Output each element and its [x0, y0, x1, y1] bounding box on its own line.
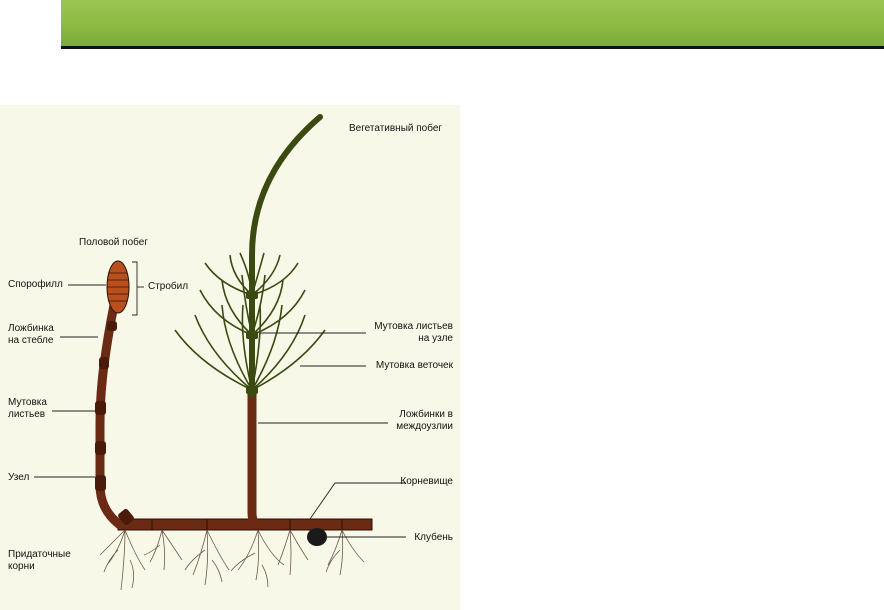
label-tuber: Клубень — [414, 532, 453, 543]
label-internode-grooves: Ложбинки в междоузлии — [396, 409, 453, 432]
label-vegetative-shoot: Вегетативный побег — [349, 123, 443, 134]
rhizome-nodes — [151, 519, 343, 530]
label-adventitious-roots: Придаточные корни — [8, 549, 71, 572]
vegetative-stem-upper — [249, 114, 323, 398]
label-branch-whorl: Мутовка веточек — [375, 360, 453, 371]
label-rhizome: Корневище — [400, 476, 453, 487]
label-strobilus: Стробил — [148, 281, 189, 292]
leader-lines — [34, 261, 406, 538]
fertile-stem-nodes — [95, 321, 134, 525]
fertile-stem — [95, 300, 125, 530]
label-sporophyll: Спорофилл — [8, 279, 63, 290]
label-stem-groove: Ложбинка на стебле — [8, 323, 54, 346]
label-generative-shoot: Половой побег — [79, 237, 148, 248]
label-leaf-whorl: Мутовка листьев — [8, 397, 47, 420]
adventitious-roots — [99, 529, 365, 591]
rhizome — [117, 518, 373, 531]
horsetail-illustration — [34, 114, 406, 591]
branch-whorls — [174, 252, 326, 391]
tuber — [307, 528, 327, 546]
horsetail-diagram: Вегетативный побег Половой побег Спорофи… — [0, 105, 460, 610]
header-rule — [61, 46, 884, 49]
label-node: Узел — [8, 472, 30, 483]
strobilus-bands — [107, 272, 129, 302]
node-collars — [246, 291, 258, 394]
vegetative-stem-lower — [247, 390, 263, 530]
label-leaf-whorl-node: Мутовка листьев на узле — [374, 321, 453, 344]
header-bar — [61, 0, 884, 46]
